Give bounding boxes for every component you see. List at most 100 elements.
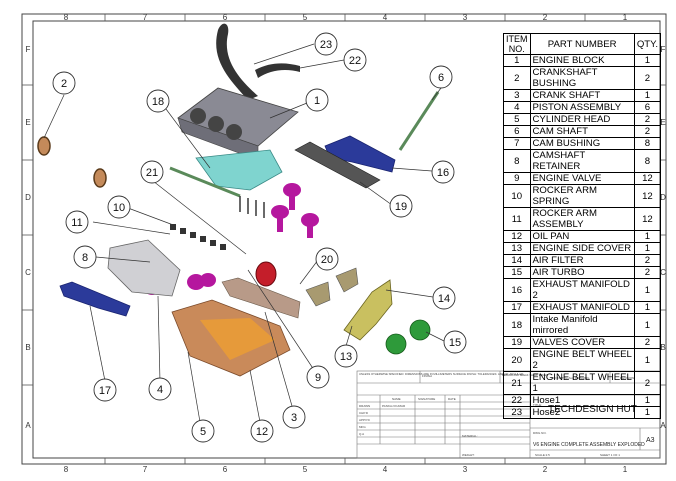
zone-bottom-6: 6 <box>223 465 228 474</box>
cylinder-bore <box>208 116 224 132</box>
zone-left-A: A <box>25 421 31 430</box>
bom-quantity: 8 <box>633 137 662 150</box>
tb-mfg: MFG <box>359 425 366 429</box>
bom-quantity: 1 <box>633 54 662 67</box>
bom-header-qty: QTY. <box>633 33 662 55</box>
bom-header-item: ITEM NO. <box>503 33 531 55</box>
hose-2-part <box>216 23 258 100</box>
balloon-1-label: 1 <box>314 95 320 107</box>
bom-item-no: 9 <box>503 172 531 185</box>
bom-item-no: 2 <box>503 66 531 90</box>
zone-bottom-5: 5 <box>303 465 308 474</box>
zone-right-B: B <box>660 343 665 352</box>
bom-quantity: 12 <box>633 184 662 208</box>
balloon-1 <box>305 88 329 112</box>
balloon-15 <box>443 330 467 354</box>
engine-belt-wheel-2-part <box>255 261 277 287</box>
balloon-23-label: 23 <box>320 39 332 51</box>
bom-part-number: ROCKER ARM ASSEMBLY <box>529 207 635 231</box>
zone-left-B: B <box>25 343 30 352</box>
bom-quantity: 6 <box>633 101 662 114</box>
tb-scale: SCALE:1:5 <box>535 453 550 457</box>
oil-pan-detail <box>200 318 275 360</box>
bom-item-no: 19 <box>503 336 531 349</box>
bom-item-no: 5 <box>503 113 531 126</box>
balloon-18 <box>146 89 170 113</box>
bom-item-no: 16 <box>503 278 531 302</box>
tb-col-name: NAME <box>392 397 401 401</box>
balloon-17-label: 17 <box>99 385 111 397</box>
balloon-2-label: 2 <box>61 78 67 90</box>
balloon-12-label: 12 <box>256 426 268 438</box>
rocker-arm-part <box>170 224 226 250</box>
balloon-15-label: 15 <box>449 337 461 349</box>
bom-item-no: 20 <box>503 348 531 372</box>
engine-valve-part <box>239 196 265 218</box>
bom-part-number: CRANKSHAFT BUSHING <box>529 66 635 90</box>
bom-quantity: 1 <box>633 230 662 243</box>
bom-item-no: 1 <box>503 54 531 67</box>
bom-part-number: AIR FILTER <box>529 254 635 267</box>
bom-part-number: CRANK SHAFT <box>529 89 635 102</box>
balloon-18-label: 18 <box>152 96 164 108</box>
bom-part-number: AIR TURBO <box>529 266 635 279</box>
air-turbo-part <box>385 319 431 355</box>
cylinder-bore <box>226 124 242 140</box>
zone-bottom-8: 8 <box>64 465 69 474</box>
bom-part-number: CAMSHAFT RETAINER <box>529 149 635 173</box>
bom-quantity: 1 <box>633 89 662 102</box>
bom-part-number: CYLINDER HEAD <box>529 113 635 126</box>
bom-item-no: 4 <box>503 101 531 114</box>
zone-right-F: F <box>661 45 666 54</box>
cam-shaft-part <box>169 166 241 198</box>
zone-left-F: F <box>26 45 31 54</box>
balloon-6-label: 6 <box>438 72 444 84</box>
bom-item-no: 11 <box>503 207 531 231</box>
balloon-10 <box>107 195 131 219</box>
zone-top-6: 6 <box>223 13 228 22</box>
balloon-22-label: 22 <box>349 55 361 67</box>
balloon-10-label: 10 <box>113 202 125 214</box>
bom-item-no: 10 <box>503 184 531 208</box>
tb-col-date: DATE <box>448 397 456 401</box>
balloon-5-label: 5 <box>200 426 206 438</box>
tb-appvd: APPV'D <box>359 418 371 422</box>
exhaust-manifold-part <box>59 281 131 317</box>
balloon-20-label: 20 <box>321 254 333 266</box>
bom-part-number: PISTON ASSEMBLY <box>529 101 635 114</box>
balloon-8-label: 8 <box>82 252 88 264</box>
bom-quantity: 1 <box>633 394 662 407</box>
balloon-16-label: 16 <box>437 167 449 179</box>
bom-quantity: 1 <box>633 242 662 255</box>
bom-item-no: 23 <box>503 406 531 419</box>
tb-dwg-label: DWG NO. <box>533 431 547 435</box>
bom-part-number: ENGINE SIDE COVER <box>529 242 635 255</box>
bom-part-number: ENGINE VALVE <box>529 172 635 185</box>
balloon-17 <box>93 378 117 402</box>
air-filter-part <box>305 267 359 307</box>
hose-1-part <box>255 63 300 78</box>
crank-shaft-part <box>221 277 301 319</box>
bom-item-no: 6 <box>503 125 531 138</box>
bom-part-number: ENGINE BLOCK <box>529 54 635 67</box>
tb-col-signature: SIGNATURE <box>418 397 435 401</box>
balloon-19-label: 19 <box>395 201 407 213</box>
crankshaft-bushing-part <box>37 136 51 156</box>
bom-quantity: 2 <box>633 113 662 126</box>
tb-dwg-title: V6 ENGINE COMPLETE ASSEMBLY EXPLODED <box>533 442 645 448</box>
zone-bottom-7: 7 <box>143 465 148 474</box>
bom-quantity: 2 <box>633 66 662 90</box>
valves-cover-part <box>294 141 381 189</box>
